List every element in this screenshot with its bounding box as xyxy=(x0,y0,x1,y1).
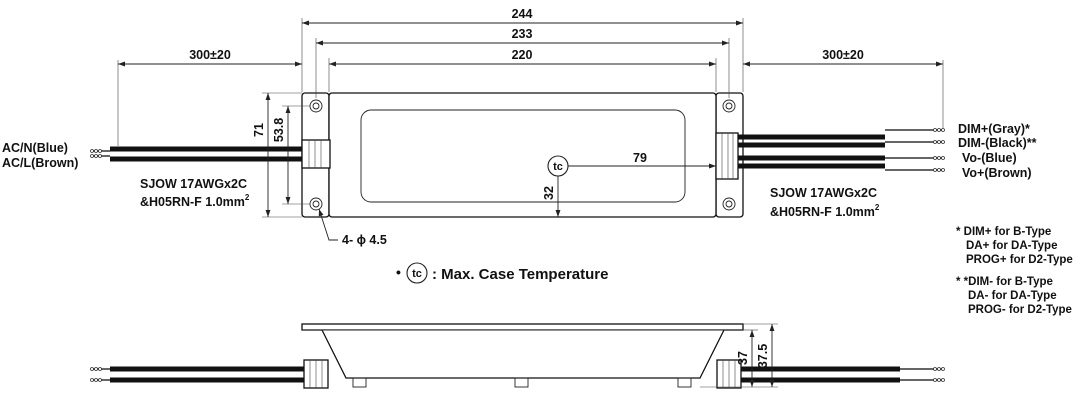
tc-legend: • tc : Max. Case Temperature xyxy=(396,262,608,284)
dim-cable-right: 300±20 xyxy=(822,48,864,62)
dimension-lines xyxy=(117,18,944,241)
right-cable-spec-2: &H05RN-F 1.0mm2 xyxy=(770,203,880,219)
dim-holes: 4- ϕ 4.5 xyxy=(342,233,387,247)
note-dim-minus-b: * *DIM- for B-Type xyxy=(956,276,1053,288)
wire-label-ac-n: AC/N(Blue) xyxy=(2,141,68,155)
wire-label-vo-plus: Vo+(Brown) xyxy=(962,166,1032,180)
dim-tc-x: 79 xyxy=(633,151,647,165)
top-view: tc xyxy=(90,92,945,218)
dim-side-37: 37 xyxy=(736,351,750,365)
dim-side-37-5: 37.5 xyxy=(756,344,770,368)
dim-71: 71 xyxy=(252,123,266,137)
wire-label-dim-plus: DIM+(Gray)* xyxy=(958,122,1030,136)
side-top-plate xyxy=(301,323,744,331)
left-cable xyxy=(90,139,331,169)
wire-label-dim-minus: DIM-(Black)** xyxy=(958,136,1037,150)
note-dim-plus-b: * DIM+ for B-Type xyxy=(956,226,1051,238)
dim-244: 244 xyxy=(512,7,533,21)
note-prog-minus: PROG- for D2-Type xyxy=(968,304,1072,316)
dim-tc-y: 32 xyxy=(542,186,556,200)
case-body xyxy=(328,92,717,218)
tc-legend-text: : Max. Case Temperature xyxy=(432,266,608,283)
mounting-hole-tr xyxy=(722,99,736,113)
side-case-body xyxy=(321,329,725,379)
note-prog-plus: PROG+ for D2-Type xyxy=(966,254,1073,266)
note-da-plus: DA+ for DA-Type xyxy=(966,240,1057,252)
wire-label-ac-l: AC/L(Brown) xyxy=(2,156,78,170)
left-cable-spec-1: SJOW 17AWGx2C xyxy=(140,177,247,191)
tc-legend-bullet: • xyxy=(396,264,401,280)
wire-label-vo-minus: Vo-(Blue) xyxy=(962,151,1017,165)
tc-legend-symbol: tc xyxy=(412,268,422,280)
dim-53-8: 53.8 xyxy=(272,118,286,142)
dim-220: 220 xyxy=(512,48,533,62)
dim-cable-left: 300±20 xyxy=(189,48,231,62)
side-view xyxy=(90,323,945,389)
left-cable-spec-2: &H05RN-F 1.0mm2 xyxy=(140,193,250,209)
dim-233: 233 xyxy=(512,27,533,41)
mounting-hole-br xyxy=(722,197,736,211)
tc-point: tc xyxy=(547,155,716,217)
right-cable xyxy=(715,128,945,180)
type-notes: * DIM+ for B-Type DA+ for DA-Type PROG+ … xyxy=(956,226,1073,316)
label-recess xyxy=(360,109,686,203)
tc-symbol: tc xyxy=(553,161,563,173)
right-cable-spec-1: SJOW 17AWGx2C xyxy=(770,186,877,200)
note-da-minus: DA- for DA-Type xyxy=(968,290,1057,302)
